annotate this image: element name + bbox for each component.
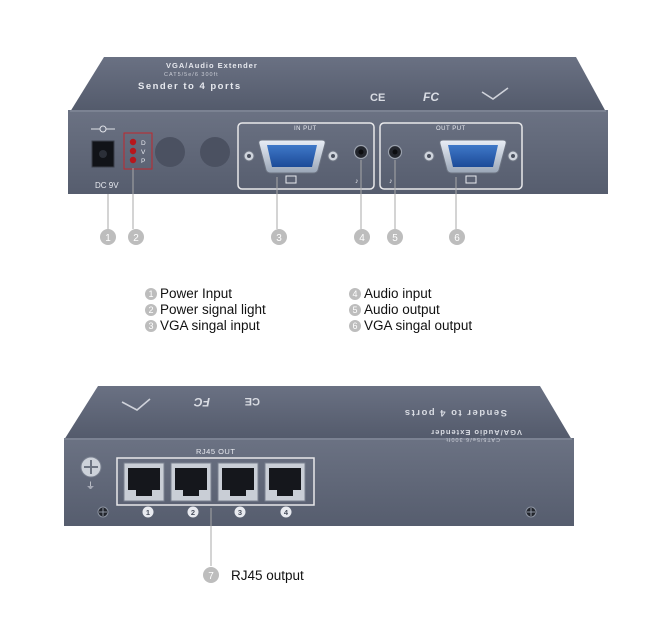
top-device-ce-mark: CE — [370, 92, 385, 104]
callout-3 — [271, 229, 287, 245]
port-number-4: 4 — [284, 508, 289, 517]
port-number-1: 1 — [146, 508, 150, 517]
bottom-device-fcc-mark: FC — [194, 395, 210, 409]
top-device-check-icon — [481, 87, 509, 100]
top-device: VGA/Audio Extender CAT5/5e/6 300ft Sende… — [68, 57, 608, 194]
callout-3-label: 3 — [276, 233, 282, 244]
rj45-label: RJ45 OUT — [196, 447, 235, 456]
top-device-fcc-mark: FC — [423, 90, 439, 104]
bottom-device-title-line2: VGA/Audio Extender — [430, 428, 522, 437]
blank-plug-2 — [200, 137, 230, 167]
legend-item-vga-input: 3 VGA singal input — [145, 318, 260, 334]
led-label-d: D — [141, 140, 146, 147]
callout-5-label: 5 — [392, 233, 398, 244]
callout-4-label: 4 — [359, 233, 365, 244]
legend-text: VGA singal output — [364, 318, 473, 333]
monitor-icon — [285, 175, 297, 184]
ground-icon: ⏚ — [86, 481, 95, 491]
legend-item-vga-output: 6 VGA singal output — [349, 318, 472, 334]
bottom-device-title-line1: Sender to 4 ports — [403, 407, 507, 418]
bottom-callout: 7 RJ45 output — [203, 508, 304, 583]
output-panel: OUT PUT ♪ — [379, 122, 523, 190]
callout-2 — [128, 229, 144, 245]
audio-in-icon: ♪ — [355, 178, 359, 185]
legend-text: Audio output — [364, 302, 440, 317]
legend-item-audio-input: 4 Audio input — [349, 286, 432, 302]
legend-item-power-signal-light: 2 Power signal light — [145, 302, 266, 318]
top-device-title-line1: VGA/Audio Extender — [166, 61, 258, 70]
port-number-2: 2 — [191, 508, 195, 517]
led-d — [129, 138, 137, 146]
rj45-panel — [116, 457, 315, 506]
callout-7-label: 7 — [208, 571, 214, 582]
callout-2-label: 2 — [133, 233, 139, 244]
led-label-v: V — [141, 149, 146, 156]
port-number-1-badge — [142, 506, 154, 518]
top-device-title-line2: CAT5/5e/6 300ft — [164, 72, 219, 78]
callout-1 — [100, 229, 116, 245]
legend-text: Audio input — [364, 286, 432, 301]
legend-badge: 5 — [349, 304, 361, 316]
rj45-port-4 — [264, 462, 306, 502]
legend-text: VGA singal input — [160, 318, 260, 333]
bottom-device-top-surface — [64, 386, 572, 440]
dc-power-jack — [91, 125, 115, 168]
legend-badge: 3 — [145, 320, 157, 332]
bottom-device-ce-mark: CE — [245, 395, 260, 407]
port-number-2-badge — [187, 506, 199, 518]
led-v — [129, 147, 137, 155]
bottom-device: Sender to 4 ports VGA/Audio Extender CAT… — [64, 386, 574, 526]
rj45-port-1 — [123, 462, 165, 502]
output-label: OUT PUT — [436, 126, 466, 132]
callout-6-label: 6 — [454, 233, 460, 244]
rj45-port-3 — [217, 462, 259, 502]
ground-terminal: ⏚ — [80, 456, 102, 491]
input-panel: IN PUT ♪ — [237, 122, 375, 190]
bottom-device-title-line3: CAT5/5e/6 300ft — [445, 436, 500, 442]
audio-out-icon: ♪ — [389, 178, 393, 185]
legend-badge: 2 — [145, 304, 157, 316]
legend-text: Power signal light — [160, 302, 266, 317]
callout-1-label: 1 — [105, 233, 111, 244]
callout-5 — [387, 229, 403, 245]
led-label-p: P — [141, 158, 145, 165]
blank-plug-1 — [155, 137, 185, 167]
led-p — [129, 156, 137, 164]
callout-6 — [449, 229, 465, 245]
legend-item-audio-output: 5 Audio output — [349, 302, 440, 318]
led-panel — [123, 132, 153, 170]
port-number-3-badge — [234, 506, 246, 518]
legend-badge: 1 — [145, 288, 157, 300]
legend-badge: 6 — [349, 320, 361, 332]
input-label: IN PUT — [294, 126, 317, 132]
legend-item-power-input: 1 Power Input — [145, 286, 232, 302]
legend-text: Power Input — [160, 286, 233, 301]
callout-7-text: RJ45 output — [231, 568, 304, 583]
rj45-port-2 — [170, 462, 212, 502]
top-device-title-line3: Sender to 4 ports — [138, 81, 242, 92]
dc-label: DC 9V — [95, 181, 119, 190]
port-number-3: 3 — [238, 508, 242, 517]
bottom-device-check-icon — [121, 398, 151, 411]
top-device-top-surface — [70, 57, 606, 112]
callout-4 — [354, 229, 370, 245]
monitor-out-icon — [465, 175, 477, 184]
callout-7 — [203, 567, 219, 583]
port-number-4-badge — [280, 506, 292, 518]
legend-badge: 4 — [349, 288, 361, 300]
top-callouts: 1 2 3 4 5 6 — [100, 160, 465, 245]
